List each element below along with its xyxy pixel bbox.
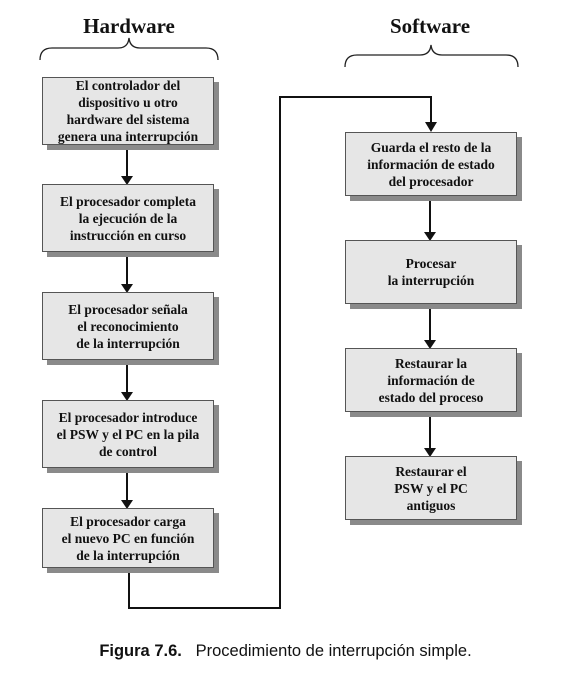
hardware-step-2: El procesador completa la ejecución de l… <box>42 184 214 252</box>
hardware-step-3: El procesador señala el reconocimiento d… <box>42 292 214 360</box>
software-flow-arrowhead <box>424 340 436 349</box>
hardware-flow-arrowhead <box>121 176 133 185</box>
software-step-2: Procesar la interrupción <box>345 240 517 304</box>
hardware-brace <box>39 37 219 61</box>
hardware-flow-arrowhead <box>121 500 133 509</box>
caption-label: Figura 7.6. <box>99 642 182 660</box>
hardware-flow-arrowhead <box>121 284 133 293</box>
software-column-title: Software <box>389 14 471 38</box>
hardware-step-4: El procesador introduce el PSW y el PC e… <box>42 400 214 468</box>
connector-arrowhead <box>425 122 437 132</box>
software-flow-arrowhead <box>424 448 436 457</box>
hardware-flow-arrowhead <box>121 392 133 401</box>
software-flow-arrowhead <box>424 232 436 241</box>
software-step-1: Guarda el resto de la información de est… <box>345 132 517 196</box>
hardware-to-software-connector <box>128 96 432 609</box>
hardware-step-5: El procesador carga el nuevo PC en funci… <box>42 508 214 568</box>
software-step-4: Restaurar el PSW y el PC antiguos <box>345 456 517 520</box>
software-brace <box>344 44 519 68</box>
hardware-column-title: Hardware <box>83 14 175 38</box>
caption-text: Procedimiento de interrupción simple. <box>195 642 472 660</box>
software-step-3: Restaurar la información de estado del p… <box>345 348 517 412</box>
figure-caption: Figura 7.6. Procedimiento de interrupció… <box>0 642 571 661</box>
hardware-step-1: El controlador del dispositivo u otro ha… <box>42 77 214 145</box>
